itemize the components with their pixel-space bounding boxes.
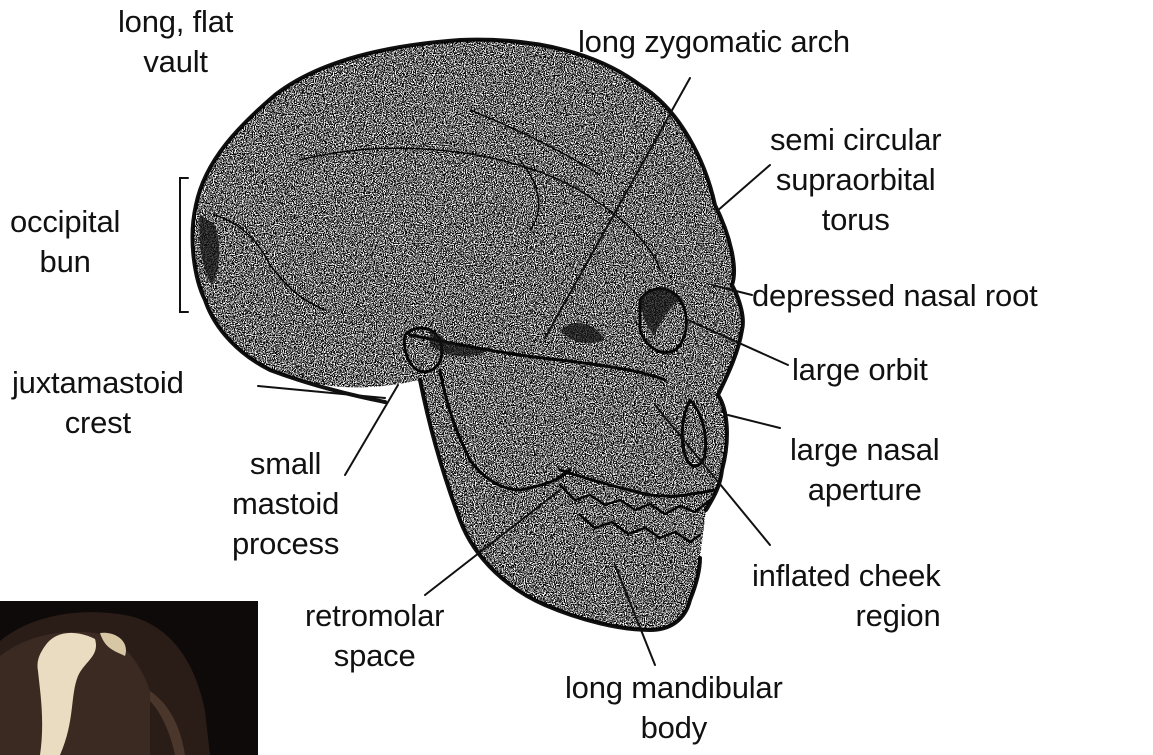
occipital-bracket [180, 178, 188, 312]
label-large-orbit: large orbit [792, 350, 928, 390]
label-line: region [752, 596, 941, 636]
label-small-mastoid-process: small mastoid process [232, 444, 339, 564]
label-long-mandibular-body: long mandibular body [565, 668, 783, 748]
label-occipital-bun: occipital bun [10, 202, 120, 282]
label-supraorbital-torus: semi circular supraorbital torus [770, 120, 941, 240]
label-line: long, flat [118, 2, 233, 42]
fossil-skull-image [0, 601, 258, 755]
label-line: long mandibular [565, 668, 783, 708]
label-line: torus [770, 200, 941, 240]
label-line: body [565, 708, 783, 748]
label-large-nasal-aperture: large nasal aperture [790, 430, 939, 510]
label-line: long zygomatic arch [578, 22, 850, 62]
leader-torus [716, 165, 770, 212]
label-line: occipital [10, 202, 120, 242]
label-line: large orbit [792, 350, 928, 390]
label-line: large nasal [790, 430, 939, 470]
label-juxtamastoid-crest: juxtamastoid crest [12, 363, 184, 443]
label-line: bun [10, 242, 120, 282]
label-long-zygomatic-arch: long zygomatic arch [578, 22, 850, 62]
label-line: small [232, 444, 339, 484]
label-line: depressed nasal root [752, 276, 1038, 316]
label-line: process [232, 524, 339, 564]
label-line: juxtamastoid [12, 363, 184, 403]
label-retromolar-space: retromolar space [305, 596, 444, 676]
fossil-skull-photo [0, 601, 258, 755]
label-line: inflated cheek [752, 556, 941, 596]
label-line: supraorbital [770, 160, 941, 200]
label-inflated-cheek-region: inflated cheek region [752, 556, 941, 636]
label-line: space [305, 636, 444, 676]
label-depressed-nasal-root: depressed nasal root [752, 276, 1038, 316]
label-line: mastoid [232, 484, 339, 524]
label-line: retromolar [305, 596, 444, 636]
label-line: semi circular [770, 120, 941, 160]
label-line: vault [118, 42, 233, 82]
label-line: aperture [790, 470, 939, 510]
leader-nasal-aperture [728, 415, 780, 428]
label-line: crest [12, 403, 184, 443]
label-long-flat-vault: long, flat vault [118, 2, 233, 82]
